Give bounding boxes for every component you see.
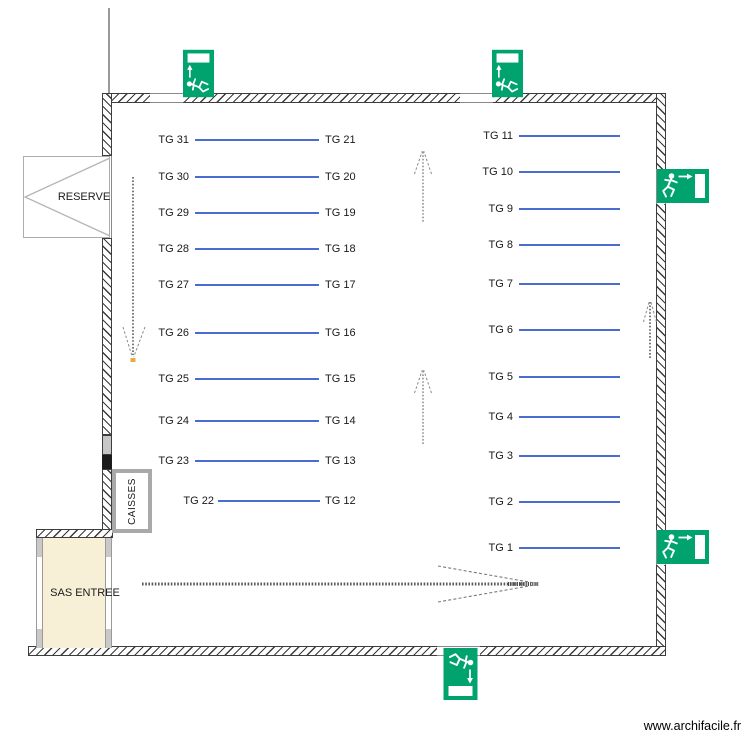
door-opening-top-left xyxy=(150,93,183,103)
sas-entree-label: SAS ENTREE xyxy=(50,587,120,599)
gondola-label: TG 6 xyxy=(488,324,513,336)
sas-entree-room xyxy=(43,538,105,648)
gondola-label: TG 18 xyxy=(325,243,356,255)
gondola-label: TG 19 xyxy=(325,207,356,219)
gondola-line xyxy=(519,208,620,210)
main-aisle-arrow-right-icon xyxy=(142,565,539,603)
emergency-exit-sign-icon xyxy=(657,169,709,203)
gondola-label: TG 20 xyxy=(325,171,356,183)
gondola-line xyxy=(519,376,620,378)
flow-arrow-up-icon xyxy=(414,369,432,445)
gondola-label: TG 12 xyxy=(325,495,356,507)
gondola-label: TG 3 xyxy=(488,450,513,462)
gondola-line xyxy=(519,501,620,503)
gondola-label: TG 2 xyxy=(488,496,513,508)
door-opening-top-right xyxy=(460,93,493,103)
emergency-exit-sign-icon xyxy=(183,48,214,99)
gondola-label: TG 11 xyxy=(483,130,513,142)
wall-stub-line xyxy=(108,8,110,93)
emergency-exit-sign-icon xyxy=(492,48,523,99)
gondola-line xyxy=(195,284,319,286)
gondola-line xyxy=(519,416,620,418)
gondola-label: TG 24 xyxy=(158,415,189,427)
gondola-label: TG 1 xyxy=(488,542,513,554)
gondola-label: TG 29 xyxy=(158,207,189,219)
gondola-label: TG 23 xyxy=(158,455,189,467)
gondola-line xyxy=(519,547,620,549)
reserve-room-label: RESERVE xyxy=(57,191,111,203)
gondola-line xyxy=(195,420,319,422)
sas-right-doorway xyxy=(105,538,112,648)
gondola-line xyxy=(519,244,620,246)
gondola-line xyxy=(519,283,620,285)
wall-sas-top xyxy=(36,529,113,538)
wall-left xyxy=(102,93,112,156)
gondola-label: TG 22 xyxy=(183,495,214,507)
gondola-label: TG 13 xyxy=(325,455,356,467)
emergency-exit-sign-icon xyxy=(657,530,709,564)
gondola-line xyxy=(519,329,620,331)
gondola-label: TG 16 xyxy=(325,327,356,339)
wall-left-door-leaf xyxy=(102,455,112,469)
gondola-label: TG 5 xyxy=(488,371,513,383)
watermark: www.archifacile.fr xyxy=(643,719,741,733)
gondola-label: TG 31 xyxy=(158,134,189,146)
flow-arrow-up-icon xyxy=(414,150,432,223)
wall-bottom xyxy=(28,646,666,656)
gondola-line xyxy=(195,378,319,380)
emergency-exit-sign-icon xyxy=(443,647,477,700)
gondola-label: TG 8 xyxy=(488,239,513,251)
gondola-label: TG 14 xyxy=(325,415,356,427)
gondola-line xyxy=(519,455,620,457)
gondola-label: TG 17 xyxy=(325,279,356,291)
sas-left-doorway xyxy=(36,538,43,648)
wall-left-door-frame xyxy=(102,435,112,455)
caisses-area: CAISSES xyxy=(112,469,152,533)
gondola-label: TG 9 xyxy=(488,203,513,215)
gondola-line xyxy=(195,332,319,334)
gondola-line xyxy=(519,135,620,137)
gondola-line xyxy=(195,139,319,141)
gondola-label: TG 25 xyxy=(158,373,189,385)
gondola-label: TG 28 xyxy=(158,243,189,255)
gondola-label: TG 27 xyxy=(158,279,189,291)
gondola-line xyxy=(195,460,319,462)
gondola-label: TG 15 xyxy=(325,373,356,385)
gondola-line xyxy=(195,212,319,214)
gondola-label: TG 21 xyxy=(325,134,356,146)
gondola-label: TG 4 xyxy=(488,411,513,423)
wall-left xyxy=(102,238,112,435)
gondola-line xyxy=(195,248,319,250)
flow-arrow-up-icon xyxy=(643,300,657,358)
gondola-label: TG 26 xyxy=(158,327,189,339)
caisses-label: CAISSES xyxy=(126,477,138,525)
gondola-label: TG 10 xyxy=(482,166,513,178)
gondola-label: TG 30 xyxy=(158,171,189,183)
gondola-line xyxy=(195,176,319,178)
gondola-label: TG 7 xyxy=(488,278,513,290)
gondola-line xyxy=(218,500,320,502)
gondola-line xyxy=(519,171,620,173)
wall-left xyxy=(102,469,112,531)
